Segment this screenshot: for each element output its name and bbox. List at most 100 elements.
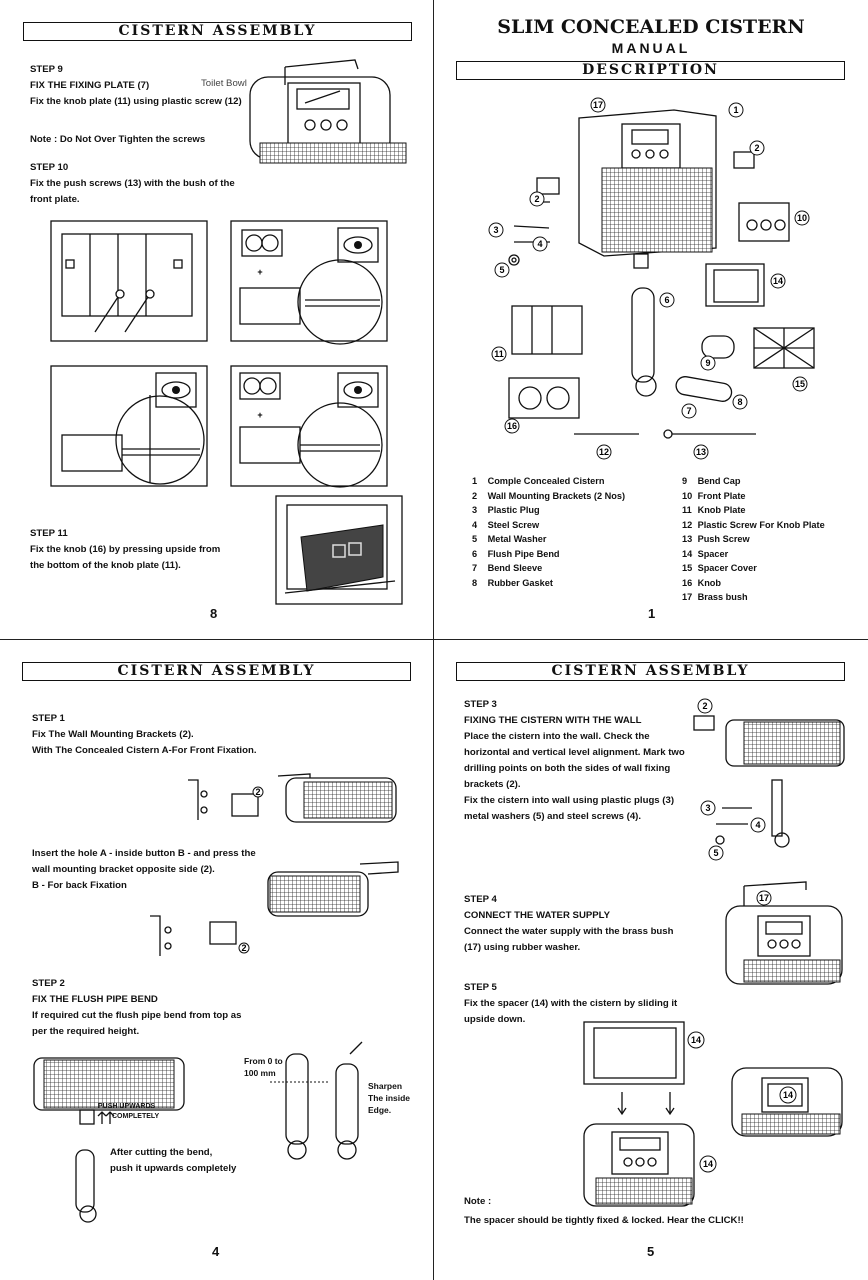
step3-line3: drilling points on both the sides of wal… [464,763,671,774]
callout-11: 11 [491,346,507,362]
svg-text:14: 14 [703,1159,713,1169]
part-6: 6 Flush Pipe Bend [472,548,560,559]
step10-diagram-1 [50,220,208,342]
callout-7: 7 [681,403,697,419]
page-4-number: 4 [212,1244,220,1259]
svg-text:16: 16 [507,421,517,431]
page-8-number: 8 [210,606,218,621]
step10-diagram-2: + [230,220,388,345]
step4-label: STEP 4 [464,894,497,905]
note-label: Note : [464,1196,492,1207]
page-1-number: 1 [648,606,656,621]
insert-line2: wall mounting bracket opposite side (2). [32,864,215,875]
parts-list-right: 9 Bend Cap 10 Front Plate 11 Knob Plate … [682,474,825,605]
page-5-header: CISTERN ASSEMBLY [456,662,845,681]
step10-line2: front plate. [30,194,80,205]
callout-9: 9 [700,355,716,371]
step1-label: STEP 1 [32,713,65,724]
back-fixation-illustration: 2 [150,861,399,956]
cut-range-line2: 100 mm [244,1068,276,1078]
step2-title: FIX THE FLUSH PIPE BEND [32,994,158,1005]
after-cutting-line1: After cutting the bend, [110,1147,213,1158]
part-14: 14 Spacer [682,548,729,559]
step9-title: FIX THE FIXING PLATE (7) [30,80,150,91]
page-8: CISTERN ASSEMBLY STEP 9 FIX THE FIXING P… [0,0,434,640]
svg-text:5: 5 [499,265,504,275]
sharpen-line2: The inside [368,1093,411,1103]
svg-text:1: 1 [733,105,738,115]
svg-text:2: 2 [255,787,260,797]
svg-text:8: 8 [737,397,742,407]
page-4-header: CISTERN ASSEMBLY [22,662,411,681]
after-cutting-line2: push it upwards completely [110,1163,237,1174]
step2-line1: If required cut the flush pipe bend from… [32,1010,242,1021]
callout-4: 4 [532,236,548,252]
page-divider-horizontal [0,639,868,640]
svg-text:12: 12 [599,447,609,457]
sharpen-line1: Sharpen [368,1081,403,1091]
step1-bracket-illustration: 2 [188,773,397,823]
callout-6: 6 [659,292,675,308]
svg-text:2: 2 [702,701,707,711]
svg-text:5: 5 [713,848,718,858]
svg-text:2: 2 [754,143,759,153]
step3-line2: horizontal and vertical level alignment.… [464,747,685,758]
svg-text:17: 17 [759,893,769,903]
step9-label: STEP 9 [30,64,63,75]
callout-13: 13 [693,444,709,460]
step11-line1: Fix the knob (16) by pressing upside fro… [30,544,221,555]
svg-text:+: + [257,267,262,277]
callout-14: 14 [770,273,786,289]
step4-line1: Connect the water supply with the brass … [464,926,674,937]
step2-line2: per the required height. [32,1026,140,1037]
svg-text:14: 14 [691,1035,701,1045]
part-11: 11 Knob Plate [682,505,746,515]
svg-text:7: 7 [686,406,691,416]
cut-range-line1: From 0 to [244,1056,283,1066]
step10-diagram-3 [50,365,208,487]
step3-line1: Place the cistern into the wall. Check t… [464,731,650,742]
svg-text:14: 14 [783,1090,793,1100]
svg-text:3: 3 [705,803,710,813]
callout-15: 15 [792,376,808,392]
svg-text:+: + [257,410,262,420]
page-5: CISTERN ASSEMBLY STEP 3 FIXING THE CISTE… [434,640,868,1280]
page-1-header: DESCRIPTION [456,61,845,80]
step5-line1: Fix the spacer (14) with the cistern by … [464,998,678,1009]
push-upwards-label: PUSH UPWARDS [98,1103,156,1110]
part-7: 7 Bend Sleeve [472,563,543,573]
cistern-top-illustration [249,59,407,164]
page-8-header: CISTERN ASSEMBLY [23,22,412,41]
svg-text:13: 13 [696,447,706,457]
part-8: 8 Rubber Gasket [472,577,553,588]
step3-line4: brackets (2). [464,779,521,790]
callout-2a: 2 [749,140,765,156]
svg-text:11: 11 [494,349,504,359]
svg-text:4: 4 [537,239,542,249]
callout-16: 16 [504,418,520,434]
part-13: 13 Push Screw [682,534,750,544]
svg-text:6: 6 [664,295,669,305]
step4-line2: (17) using rubber washer. [464,942,581,953]
page-4: CISTERN ASSEMBLY STEP 1 Fix The Wall Mou… [0,640,434,1280]
part-12: 12 Plastic Screw For Knob Plate [682,519,825,530]
part-1: 1 Comple Concealed Cistern [472,476,605,486]
step10-line1: Fix the push screws (13) with the bush o… [30,178,235,189]
step1-line1: Fix The Wall Mounting Brackets (2). [32,729,194,740]
page-5-number: 5 [647,1244,655,1259]
step10-diagram-4: + [230,365,388,488]
step3-label: STEP 3 [464,699,497,710]
callout-10: 10 [794,210,810,226]
step11-knob-illustration [275,495,403,605]
callout-3: 3 [488,222,504,238]
part-10: 10 Front Plate [682,490,746,501]
svg-text:4: 4 [755,820,760,830]
parts-list-left: 1 Comple Concealed Cistern 2 Wall Mounti… [472,474,625,590]
callout-8: 8 [732,394,748,410]
step4-water-supply-illustration: 17 [725,881,843,985]
step1-line2: With The Concealed Cistern A-For Front F… [32,745,257,756]
step9-text: Fix the knob plate (11) using plastic sc… [30,96,242,107]
manual-subtitle: MANUAL [611,40,691,56]
sharpen-line3: Edge. [368,1105,392,1115]
svg-text:10: 10 [797,213,807,223]
